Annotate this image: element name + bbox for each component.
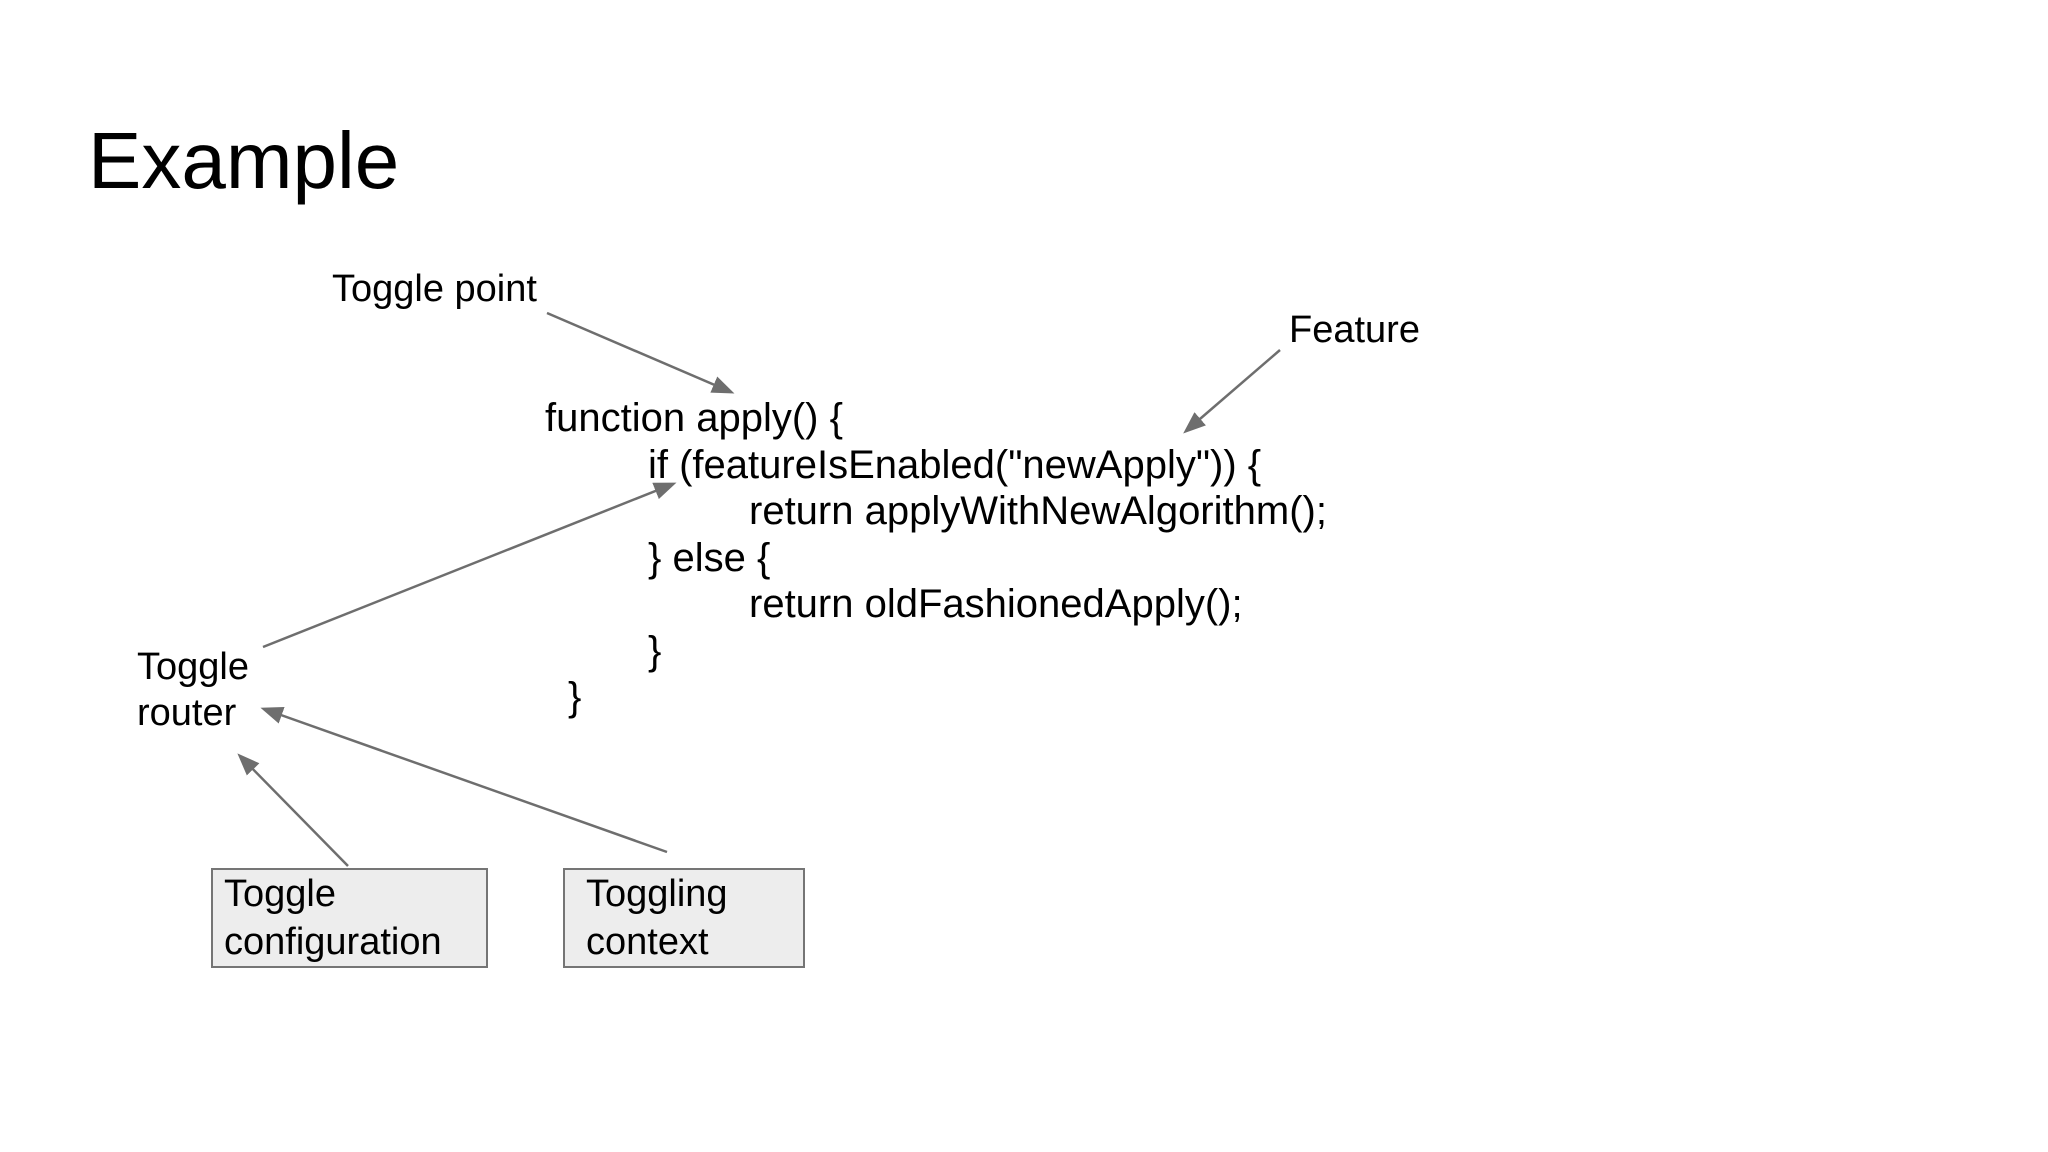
slide-title: Example (88, 116, 400, 205)
arrow-toggling-context-to-toggle-router (260, 707, 668, 854)
code-line-return-old-fashioned: return oldFashionedApply(); (749, 582, 1243, 626)
toggling-context-label: Toggling context (586, 873, 728, 963)
arrow-toggle-point-to-code (546, 311, 735, 394)
arrow-toggle-configuration-to-toggle-router (237, 753, 349, 867)
label-toggle-point: Toggle point (332, 268, 537, 310)
code-line-function-apply: function apply() { (545, 396, 843, 440)
code-line-else: } else { (648, 535, 771, 580)
code-line-if-feature-enabled: if (featureIsEnabled("newApply")) { (648, 442, 1262, 487)
code-line-close-function: } (568, 675, 582, 719)
label-toggle-router: Toggle router (137, 646, 249, 734)
code-line-close-if: } (648, 628, 662, 673)
toggle-configuration-box: Toggle configuration (211, 868, 488, 968)
toggling-context-box: Toggling context (563, 868, 805, 968)
code-line-return-new-algorithm: return applyWithNewAlgorithm(); (749, 489, 1327, 533)
toggle-configuration-label: Toggle configuration (224, 873, 442, 963)
label-feature: Feature (1289, 309, 1420, 351)
code-snippet: function apply() { if (featureIsEnabled(… (545, 395, 1327, 721)
